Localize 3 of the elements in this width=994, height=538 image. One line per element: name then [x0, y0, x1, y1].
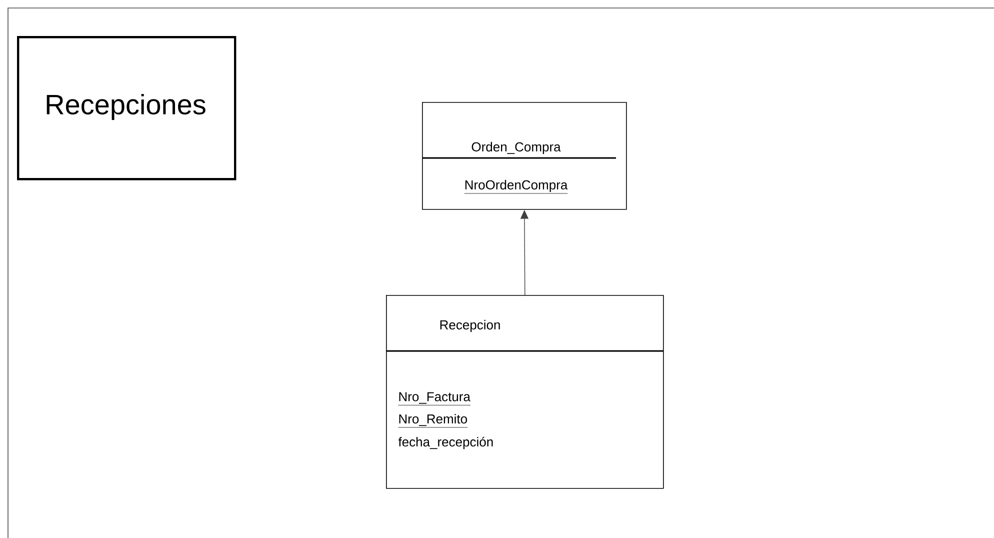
class-box: Orden_Compra NroOrdenCompra — [422, 102, 627, 210]
title-box: Recepciones — [17, 36, 236, 180]
class-box: Recepcion Nro_Factura Nro_Remito fecha_recepción — [386, 295, 664, 489]
